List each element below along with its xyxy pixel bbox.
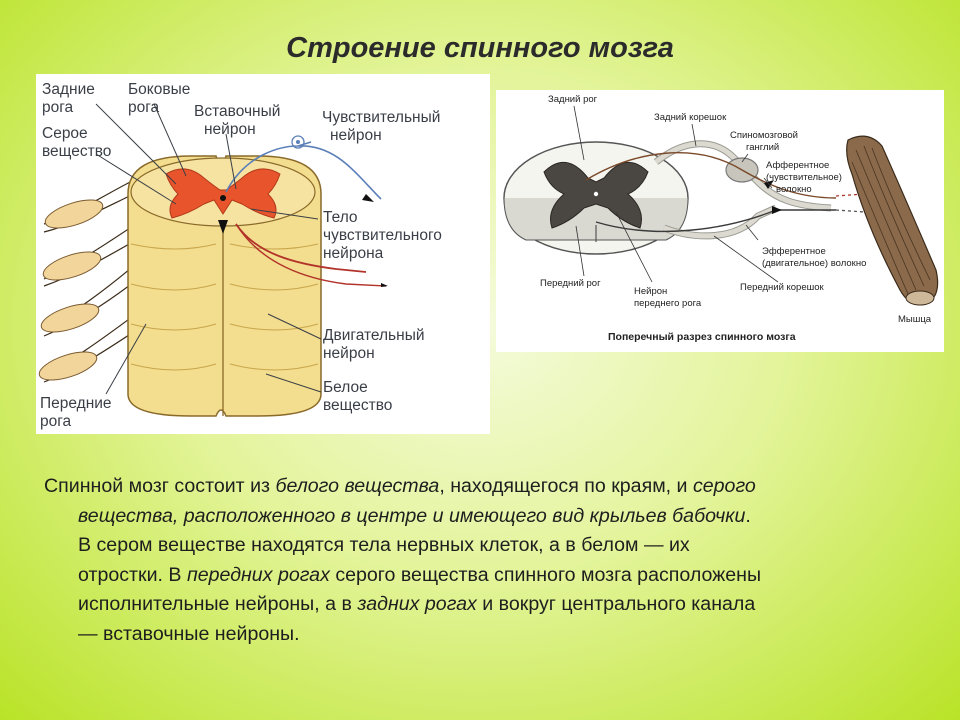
label-spinal-ganglion-2: ганглий	[746, 142, 779, 153]
label-anterior-horns-2: рога	[40, 413, 72, 430]
paragraph-line-6: — вставочные нейроны.	[78, 622, 300, 645]
label-anterior-horn: Передний рог	[540, 278, 601, 289]
label-white-matter-2: вещество	[323, 397, 392, 414]
cross-section	[503, 141, 689, 255]
page-title: Строение спинного мозга	[286, 32, 674, 64]
label-sensory-body-2: чувствительного	[323, 227, 442, 244]
label-spinal-ganglion-1: Спиномозговой	[730, 130, 798, 141]
label-afferent-2: (чувствительное)	[766, 172, 842, 183]
label-efferent-1: Эфферентное	[762, 246, 826, 257]
paragraph-line-1: Спинной мозг состоит из белого вещества,…	[44, 472, 924, 502]
label-posterior-horn: Задний рог	[548, 94, 598, 105]
text-fragment: исполнительные нейроны, а в	[78, 593, 358, 615]
label-sensory-neuron-1: Чувствительный	[322, 109, 440, 126]
spinal-cord-3d-diagram: Задние рога Боковые рога Вставочный нейр…	[36, 74, 490, 434]
term-gray: серого	[692, 475, 756, 497]
term-gray-matter-description: вещества, расположенного в центре и имею…	[78, 504, 746, 527]
diagram-caption: Поперечный разрез спинного мозга	[608, 331, 796, 343]
label-posterior-root: Задний корешок	[654, 112, 727, 123]
label-efferent-2: (двигательное) волокно	[762, 258, 866, 269]
label-gray-matter-1: Серое	[42, 125, 88, 142]
nerve-roots-right	[585, 140, 865, 240]
reflex-arc-paths	[225, 135, 388, 287]
label-interneuron-1: Вставочный	[194, 103, 280, 120]
text-fragment: отростки. В	[78, 563, 187, 586]
label-motor-neuron-2: нейрон	[323, 345, 375, 362]
label-anterior-horns-1: Передние	[40, 395, 112, 412]
text-fragment: и вокруг центрального канала	[476, 593, 756, 615]
text-fragment: серого вещества спинного мозга расположе…	[329, 563, 762, 586]
label-white-matter-1: Белое	[323, 379, 368, 396]
label-sensory-body-1: Тело	[323, 209, 358, 226]
spinal-cord-cross-section-diagram: Задний рог Задний корешок Спиномозговой …	[496, 90, 944, 352]
ganglia	[38, 199, 104, 381]
label-afferent-1: Афферентное	[766, 160, 829, 171]
label-anterior-neuron-1: Нейрон	[634, 286, 667, 297]
paragraph-line-5: исполнительные нейроны, а в задних рогах…	[44, 590, 924, 620]
paragraph-line-4: отростки. В передних рогах серого вещест…	[44, 561, 924, 591]
label-lateral-horns-2: рога	[128, 99, 160, 116]
text-fragment: .	[745, 504, 751, 527]
label-lateral-horns-1: Боковые	[128, 81, 190, 98]
label-sensory-body-3: нейрона	[323, 245, 384, 262]
label-afferent-3: волокно	[776, 184, 812, 195]
leader-lines-right	[573, 105, 779, 283]
text-fragment: Спинной мозг состоит из	[44, 475, 276, 497]
text-fragment: , находящегося по краям, и	[439, 475, 693, 497]
muscle-illustration	[846, 135, 939, 306]
label-interneuron-2: нейрон	[204, 121, 256, 138]
label-posterior-horns-2: рога	[42, 99, 74, 116]
label-anterior-neuron-2: переднего рога	[634, 298, 702, 309]
cross-section-svg: Задний рог Задний корешок Спиномозговой …	[503, 94, 939, 343]
term-anterior-horns: передних рогах	[186, 563, 330, 586]
leader-lines	[95, 103, 322, 395]
label-anterior-root: Передний корешок	[740, 282, 825, 293]
label-muscle: Мышца	[898, 314, 932, 325]
spinal-cord-3d-svg: Задние рога Боковые рога Вставочный нейр…	[38, 81, 442, 430]
label-posterior-horns-1: Задние	[42, 81, 95, 98]
spinal-cord-body	[127, 155, 322, 417]
label-gray-matter-2: вещество	[42, 143, 111, 160]
paragraph-line-3: В сером веществе находятся тела нервных …	[78, 534, 690, 556]
term-posterior-horns: задних рогах	[357, 593, 477, 615]
description-paragraph: Спинной мозг состоит из белого вещества,…	[44, 472, 924, 649]
paragraph-line-2: вещества, расположенного в центре и имею…	[44, 502, 924, 532]
label-sensory-neuron-2: нейрон	[330, 127, 382, 144]
term-white-matter: белого вещества	[275, 475, 440, 497]
label-motor-neuron-1: Двигательный	[323, 327, 425, 344]
